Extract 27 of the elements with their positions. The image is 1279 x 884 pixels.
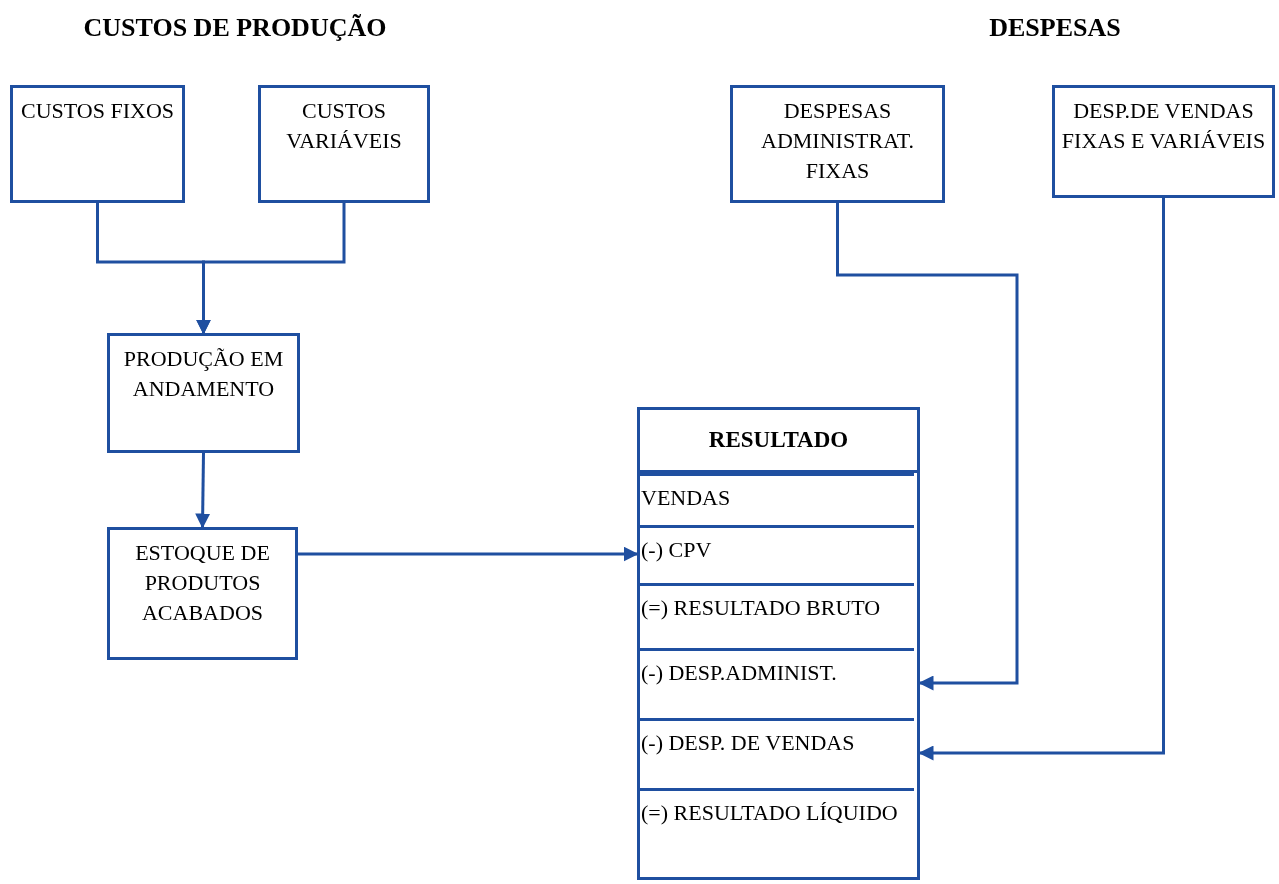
box-text: (-) DESP. DE VENDAS [641, 729, 856, 757]
section-title: DESPESAS [988, 12, 1122, 44]
box-text: ESTOQUE DE PRODUTOS ACABADOS [134, 539, 271, 627]
arrow [196, 203, 346, 335]
process-box [1052, 85, 1275, 198]
box-text: VENDAS [641, 484, 732, 512]
box-text: DESPESAS ADMINISTRAT. FIXAS [760, 97, 915, 185]
result-table [637, 407, 920, 880]
process-box [107, 333, 300, 453]
box-text: (-) DESP.ADMINIST. [641, 659, 838, 687]
box-text: (=) RESULTADO LÍQUIDO [641, 799, 899, 827]
box-text: CUSTOS FIXOS [20, 97, 174, 125]
box-text: DESP.DE VENDAS FIXAS E VARIÁVEIS [1060, 97, 1267, 155]
process-box [10, 85, 185, 203]
process-box [107, 527, 298, 660]
box-text: CUSTOS VARIÁVEIS [285, 97, 403, 155]
arrow [918, 198, 1165, 761]
arrow [836, 203, 1019, 691]
arrow [195, 452, 211, 529]
table-heading: RESULTADO [708, 425, 849, 454]
arrow [298, 546, 639, 562]
box-text: PRODUÇÃO EM ANDAMENTO [122, 345, 285, 403]
box-text: (-) CPV [641, 536, 713, 564]
box-text: (=) RESULTADO BRUTO [641, 594, 882, 622]
process-box [258, 85, 430, 203]
section-title: CUSTOS DE PRODUÇÃO [82, 12, 388, 44]
process-box [730, 85, 945, 203]
